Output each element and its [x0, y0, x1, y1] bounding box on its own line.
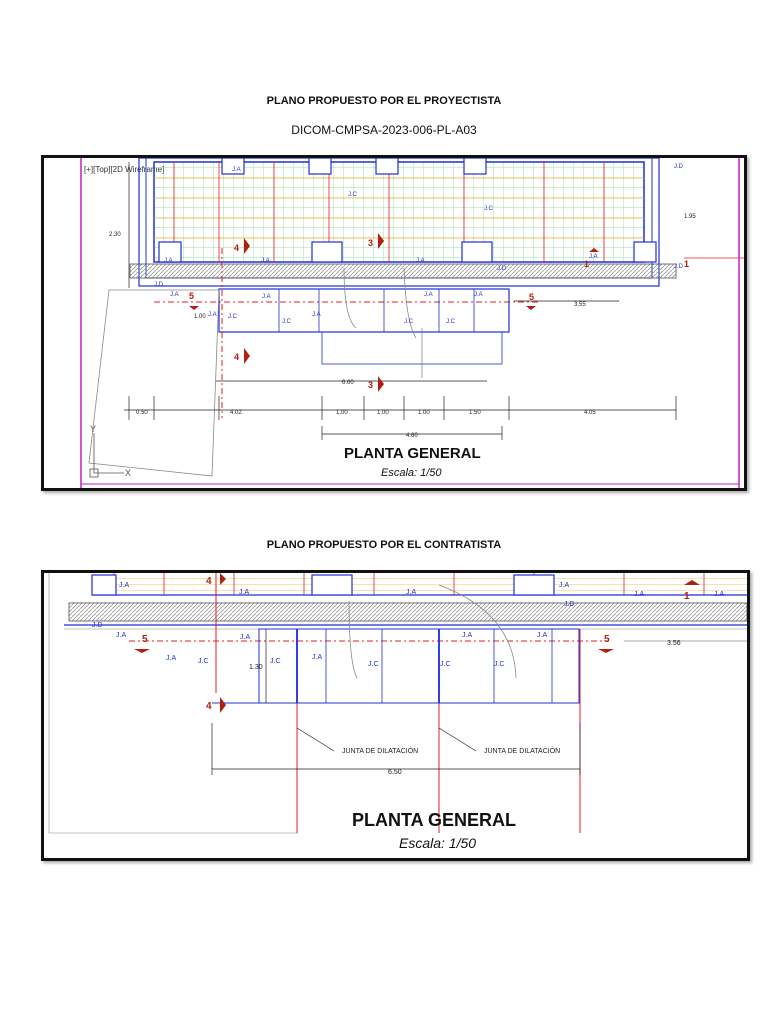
svg-text:6.50: 6.50 [388, 769, 402, 776]
tank-grid [153, 161, 645, 263]
svg-text:J.A: J.A [170, 292, 179, 298]
svg-text:J.A: J.A [240, 634, 250, 641]
svg-text:4.60: 4.60 [406, 433, 418, 439]
svg-text:J.D: J.D [564, 601, 575, 608]
cad-drawing-proyectista: [+][Top][2D Wireframe] [80, 158, 744, 488]
svg-text:J.C: J.C [368, 661, 379, 668]
svg-text:J.A: J.A [559, 582, 569, 589]
section-cut-4: 4 [206, 576, 212, 587]
section-cut-3: 3 [368, 238, 373, 248]
section-cut-1: 1 [584, 259, 589, 269]
svg-text:1.00: 1.00 [418, 410, 430, 416]
section-cut-5: 5 [142, 634, 148, 645]
svg-text:J.A: J.A [116, 632, 126, 639]
svg-text:J.C: J.C [228, 314, 238, 320]
section-cut-5: 5 [189, 291, 194, 301]
svg-text:J.C: J.C [270, 658, 281, 665]
joint-label: J.A [119, 582, 129, 589]
svg-text:4.02: 4.02 [230, 410, 242, 416]
svg-text:5: 5 [529, 292, 534, 302]
svg-text:J.C: J.C [404, 319, 414, 325]
svg-text:1.00: 1.00 [194, 314, 206, 320]
drawing-title: PLANTA GENERAL [344, 445, 481, 462]
drawing-scale: Escala: 1/50 [381, 467, 442, 479]
drawing-code: DICOM-CMPSA-2023-006-PL-A03 [291, 123, 477, 137]
svg-text:J.A: J.A [462, 632, 472, 639]
drawing-scale: Escala: 1/50 [399, 835, 476, 851]
footing-band [68, 602, 747, 622]
svg-text:J.D: J.D [497, 266, 507, 272]
svg-text:4: 4 [206, 701, 212, 712]
dim-text: 1.30 [249, 664, 263, 671]
svg-text:J.D: J.D [154, 282, 164, 288]
svg-text:J.C: J.C [282, 319, 292, 325]
svg-text:J.A: J.A [261, 258, 270, 264]
svg-text:J.A: J.A [474, 292, 483, 298]
drawing-title: PLANTA GENERAL [352, 810, 516, 830]
svg-text:J.A: J.A [424, 292, 433, 298]
svg-text:1.00: 1.00 [377, 410, 389, 416]
ucs-axis-icon [89, 433, 124, 478]
svg-text:0.50: 0.50 [136, 410, 148, 416]
svg-text:J.A: J.A [166, 655, 176, 662]
svg-text:1.00: 1.00 [336, 410, 348, 416]
svg-text:J.C: J.C [494, 661, 505, 668]
svg-text:J.A: J.A [416, 258, 425, 264]
svg-text:J.C: J.C [484, 206, 494, 212]
footing-band [129, 263, 677, 279]
svg-text:J.A: J.A [406, 589, 416, 596]
viewport-label[interactable]: [+][Top][2D Wireframe] [84, 165, 164, 174]
svg-text:1.95: 1.95 [684, 214, 696, 220]
svg-text:J.A: J.A [239, 589, 249, 596]
svg-text:4.05: 4.05 [584, 410, 596, 416]
svg-text:J.C: J.C [198, 658, 209, 665]
section-cut-1: 1 [684, 591, 690, 602]
column [158, 241, 182, 263]
svg-text:X: X [125, 468, 131, 478]
svg-text:J.A: J.A [589, 254, 598, 260]
junta-label: JUNTA DE DILATACIÓN [484, 746, 560, 755]
svg-text:J.C: J.C [446, 319, 456, 325]
svg-text:5: 5 [604, 634, 610, 645]
column [91, 574, 117, 596]
slab [258, 628, 580, 704]
svg-text:3.56: 3.56 [667, 640, 681, 647]
svg-text:3: 3 [368, 380, 373, 390]
svg-text:J.C: J.C [348, 192, 358, 198]
svg-text:J.A: J.A [714, 591, 724, 598]
svg-text:4: 4 [234, 352, 239, 362]
svg-text:J.A: J.A [164, 258, 173, 264]
svg-text:Y: Y [90, 424, 96, 434]
svg-text:1.50: 1.50 [469, 410, 481, 416]
svg-text:J.A: J.A [312, 654, 322, 661]
drawing-frame-proyectista: [+][Top][2D Wireframe] [41, 155, 747, 491]
svg-text:J.A: J.A [634, 591, 644, 598]
cad-drawing-contratista: J.A J.A J.A J.A J.A J.A J.D J.D J.A J.A … [48, 573, 747, 851]
svg-text:1: 1 [684, 259, 689, 269]
junta-label: JUNTA DE DILATACIÓN [342, 746, 418, 755]
svg-text:6.60: 6.60 [342, 380, 354, 386]
svg-text:J.A: J.A [208, 312, 217, 318]
svg-text:J.D: J.D [674, 264, 684, 270]
heading-proyectista: PLANO PROPUESTO POR EL PROYECTISTA [266, 95, 502, 107]
svg-text:J.A: J.A [537, 632, 547, 639]
heading-contratista: PLANO PROPUESTO POR EL CONTRATISTA [266, 539, 502, 551]
svg-text:J.D: J.D [92, 622, 103, 629]
svg-text:J.D: J.D [674, 164, 684, 170]
inclined-outline [88, 289, 220, 477]
svg-text:J.C: J.C [440, 661, 451, 668]
svg-text:J.A: J.A [262, 294, 271, 300]
drawing-frame-contratista: J.A J.A J.A J.A J.A J.A J.D J.D J.A J.A … [41, 570, 750, 861]
dim-text: 2.30 [109, 232, 121, 238]
svg-text:J.A: J.A [312, 312, 321, 318]
svg-text:3.55: 3.55 [574, 302, 586, 308]
section-cut-4: 4 [234, 243, 239, 253]
joint-label: J.A [232, 167, 241, 173]
